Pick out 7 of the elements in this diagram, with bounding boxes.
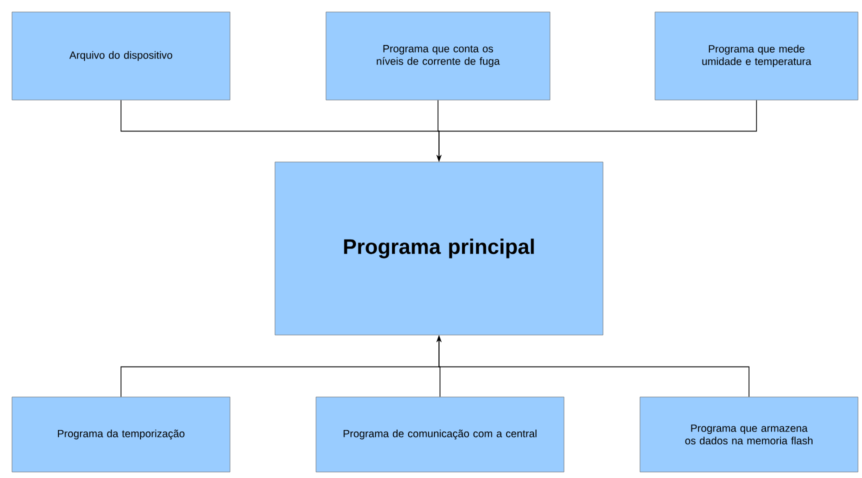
main-program-box: Programa principal — [274, 162, 604, 336]
program-box: Programa que mede umidade e temperatura — [654, 12, 858, 100]
program-box: Arquivo do dispositivo — [12, 12, 230, 100]
program-box: Programa da temporização — [12, 396, 230, 472]
program-box: Programa de comunicação com a central — [316, 396, 564, 472]
program-box: Programa que conta os níveis de corrente de fuga — [326, 12, 550, 100]
program-box: Programa que armazena os dados na memoria flash — [640, 396, 858, 472]
